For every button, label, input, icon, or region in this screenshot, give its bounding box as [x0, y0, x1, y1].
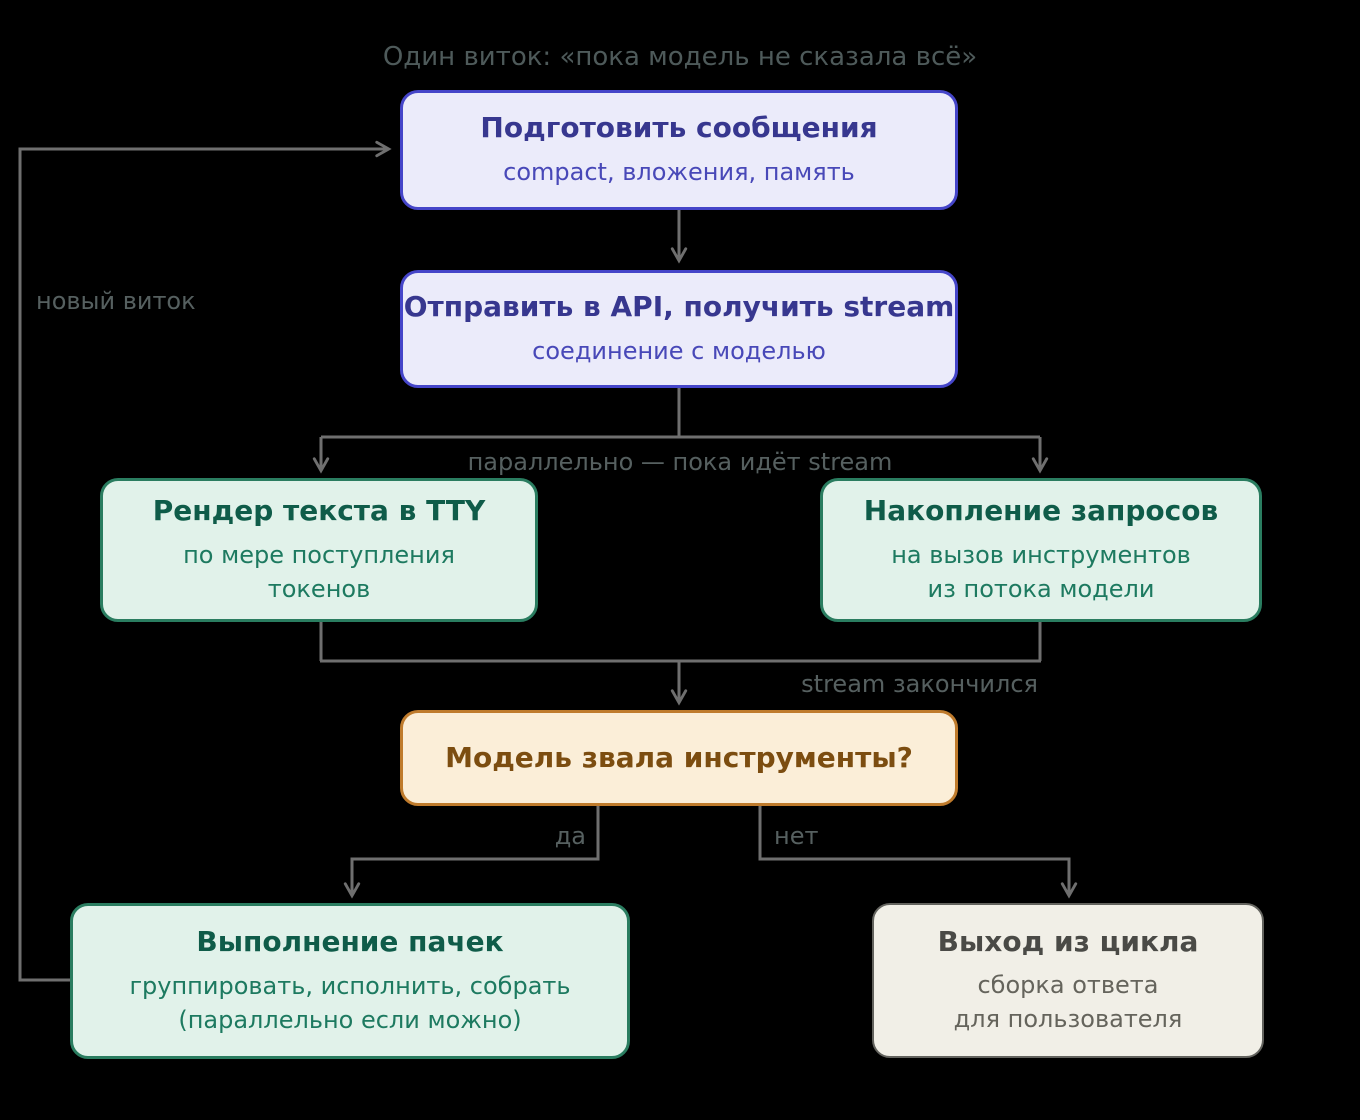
node-exit-subtitle-line2: для пользователя [953, 1005, 1183, 1034]
node-render-subtitle: по мере поступления токенов [183, 538, 455, 606]
node-render-title: Рендер текста в TTY [152, 494, 486, 528]
node-send-api: Отправить в API, получить stream соедине… [400, 270, 958, 388]
node-render-subtitle-line1: по мере поступления [183, 540, 455, 569]
edge-label-new-loop: новый виток [36, 287, 196, 315]
node-exit-subtitle: сборка ответа для пользователя [954, 968, 1183, 1036]
node-prepare-messages: Подготовить сообщения compact, вложения,… [400, 90, 958, 210]
node-accumulate-subtitle-line2: из потока модели [927, 574, 1155, 603]
node-execute-subtitle: группировать, исполнить, собрать (паралл… [129, 969, 570, 1037]
node-accumulate-title: Накопление запросов [863, 494, 1219, 528]
node-accumulate-requests: Накопление запросов на вызов инструменто… [820, 478, 1262, 622]
node-send-subtitle: соединение с моделью [532, 336, 826, 365]
node-send-title: Отправить в API, получить stream [403, 290, 955, 324]
node-accumulate-subtitle-line1: на вызов инструментов [891, 540, 1191, 569]
edge-label-no: нет [774, 822, 819, 850]
node-exit-loop: Выход из цикла сборка ответа для пользов… [872, 903, 1264, 1058]
node-execute-batches: Выполнение пачек группировать, исполнить… [70, 903, 630, 1059]
edge-decision-yes [343, 806, 600, 899]
edge-decision-no [758, 806, 1078, 899]
edge-label-stream-done: stream закончился [801, 670, 1038, 698]
node-execute-subtitle-line2: (параллельно если можно) [178, 1005, 522, 1034]
node-prepare-subtitle: compact, вложения, память [503, 157, 855, 186]
node-exit-subtitle-line1: сборка ответа [977, 971, 1159, 1000]
node-render-tty: Рендер текста в TTY по мере поступления … [100, 478, 538, 622]
edge-label-yes: да [554, 822, 586, 850]
edge-label-parallel: параллельно — пока идёт stream [467, 448, 893, 476]
node-render-subtitle-line2: токенов [267, 574, 371, 603]
node-decision-tools: Модель звала инструменты? [400, 710, 958, 806]
edge-new-loop [18, 140, 392, 982]
node-execute-title: Выполнение пачек [196, 925, 504, 959]
node-exit-title: Выход из цикла [937, 924, 1199, 958]
node-prepare-title: Подготовить сообщения [480, 111, 878, 145]
node-execute-subtitle-line1: группировать, исполнить, собрать [129, 971, 571, 1000]
node-accumulate-subtitle: на вызов инструментов из потока модели [891, 538, 1191, 606]
node-decision-title: Модель звала инструменты? [445, 741, 913, 775]
diagram-title: Один виток: «пока модель не сказала всё» [382, 42, 978, 72]
